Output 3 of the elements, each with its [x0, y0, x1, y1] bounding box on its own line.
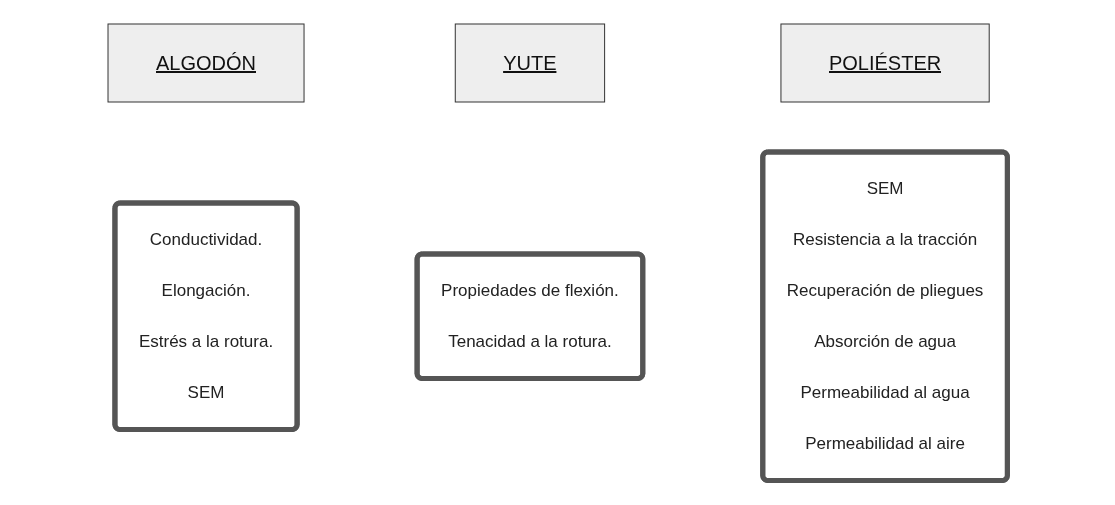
node-box: YUTE [454, 23, 605, 103]
node-box: POLIÉSTER [780, 23, 990, 103]
node-box: ALGODÓN [107, 23, 305, 103]
